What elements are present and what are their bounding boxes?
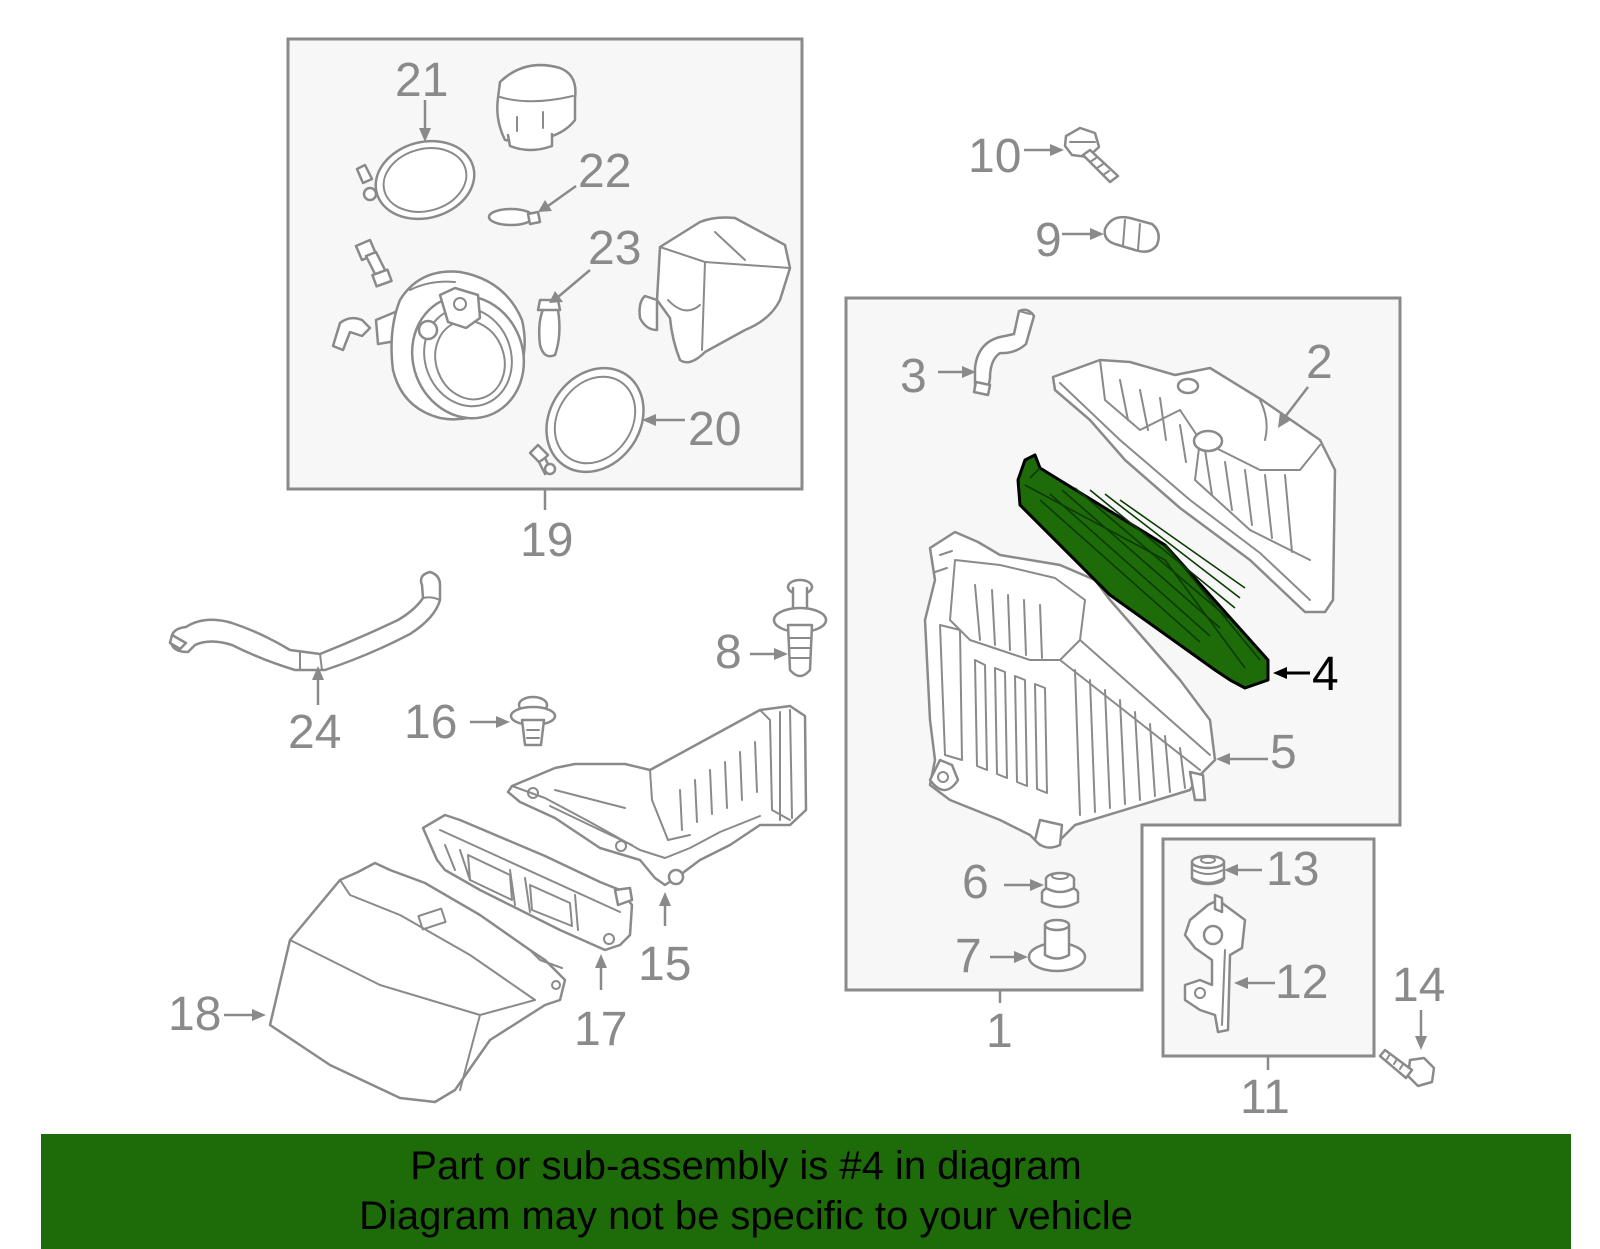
label-13: 13 bbox=[1266, 843, 1319, 896]
label-20: 20 bbox=[688, 403, 741, 456]
part-17-inlet bbox=[421, 813, 634, 952]
label-11: 11 bbox=[1240, 1071, 1290, 1124]
part-19-housing bbox=[331, 238, 526, 421]
label-22: 22 bbox=[578, 145, 631, 198]
label-6: 6 bbox=[962, 856, 989, 909]
label-12: 12 bbox=[1275, 956, 1328, 1009]
label-5: 5 bbox=[1270, 726, 1297, 779]
label-3: 3 bbox=[900, 350, 927, 403]
part-8-push-pin bbox=[772, 578, 828, 678]
part-10-bolt bbox=[1063, 126, 1120, 184]
part-5-lower-housing bbox=[923, 530, 1217, 849]
label-14: 14 bbox=[1392, 959, 1445, 1012]
banner-disclaimer-line: Diagram may not be specific to your vehi… bbox=[359, 1194, 1133, 1238]
label-17: 17 bbox=[574, 1003, 627, 1056]
label-19: 19 bbox=[520, 514, 573, 567]
label-8: 8 bbox=[715, 626, 742, 679]
label-10: 10 bbox=[968, 130, 1021, 183]
part-3-hose bbox=[972, 308, 1036, 397]
part-2-upper-cover bbox=[1051, 358, 1337, 614]
label-23: 23 bbox=[588, 222, 641, 275]
label-15: 15 bbox=[638, 938, 691, 991]
part-12-bracket bbox=[1183, 893, 1247, 1034]
part-20-clamp bbox=[528, 366, 645, 476]
banner-part-line: Part or sub-assembly is #4 in diagram bbox=[410, 1144, 1082, 1188]
label-7: 7 bbox=[955, 930, 982, 983]
label-2: 2 bbox=[1306, 336, 1333, 389]
part-21-clamp bbox=[355, 139, 476, 221]
part-16-clip bbox=[509, 695, 557, 747]
label-18: 18 bbox=[168, 988, 221, 1041]
label-4: 4 bbox=[1312, 648, 1339, 701]
label-21: 21 bbox=[395, 54, 448, 107]
label-24: 24 bbox=[288, 706, 341, 759]
label-1: 1 bbox=[986, 1005, 1013, 1058]
part-22-clamp bbox=[487, 207, 542, 227]
part-9-clip bbox=[1103, 215, 1160, 253]
part-19-resonator bbox=[638, 216, 792, 364]
part-4-air-filter bbox=[1016, 453, 1270, 690]
part-24-hose bbox=[168, 570, 442, 672]
part-13-bushing bbox=[1190, 854, 1226, 886]
part-18-cover bbox=[268, 861, 567, 1104]
part-15-duct bbox=[506, 704, 808, 887]
label-16: 16 bbox=[404, 696, 457, 749]
part-23-clip bbox=[536, 298, 562, 358]
part-14-bolt bbox=[1378, 1048, 1436, 1088]
info-banner: Part or sub-assembly is #4 in diagram Di… bbox=[41, 1134, 1571, 1249]
label-9: 9 bbox=[1035, 214, 1062, 267]
part-21-cap bbox=[496, 63, 577, 152]
part-7-spacer bbox=[1027, 918, 1087, 973]
part-6-grommet bbox=[1040, 871, 1080, 909]
